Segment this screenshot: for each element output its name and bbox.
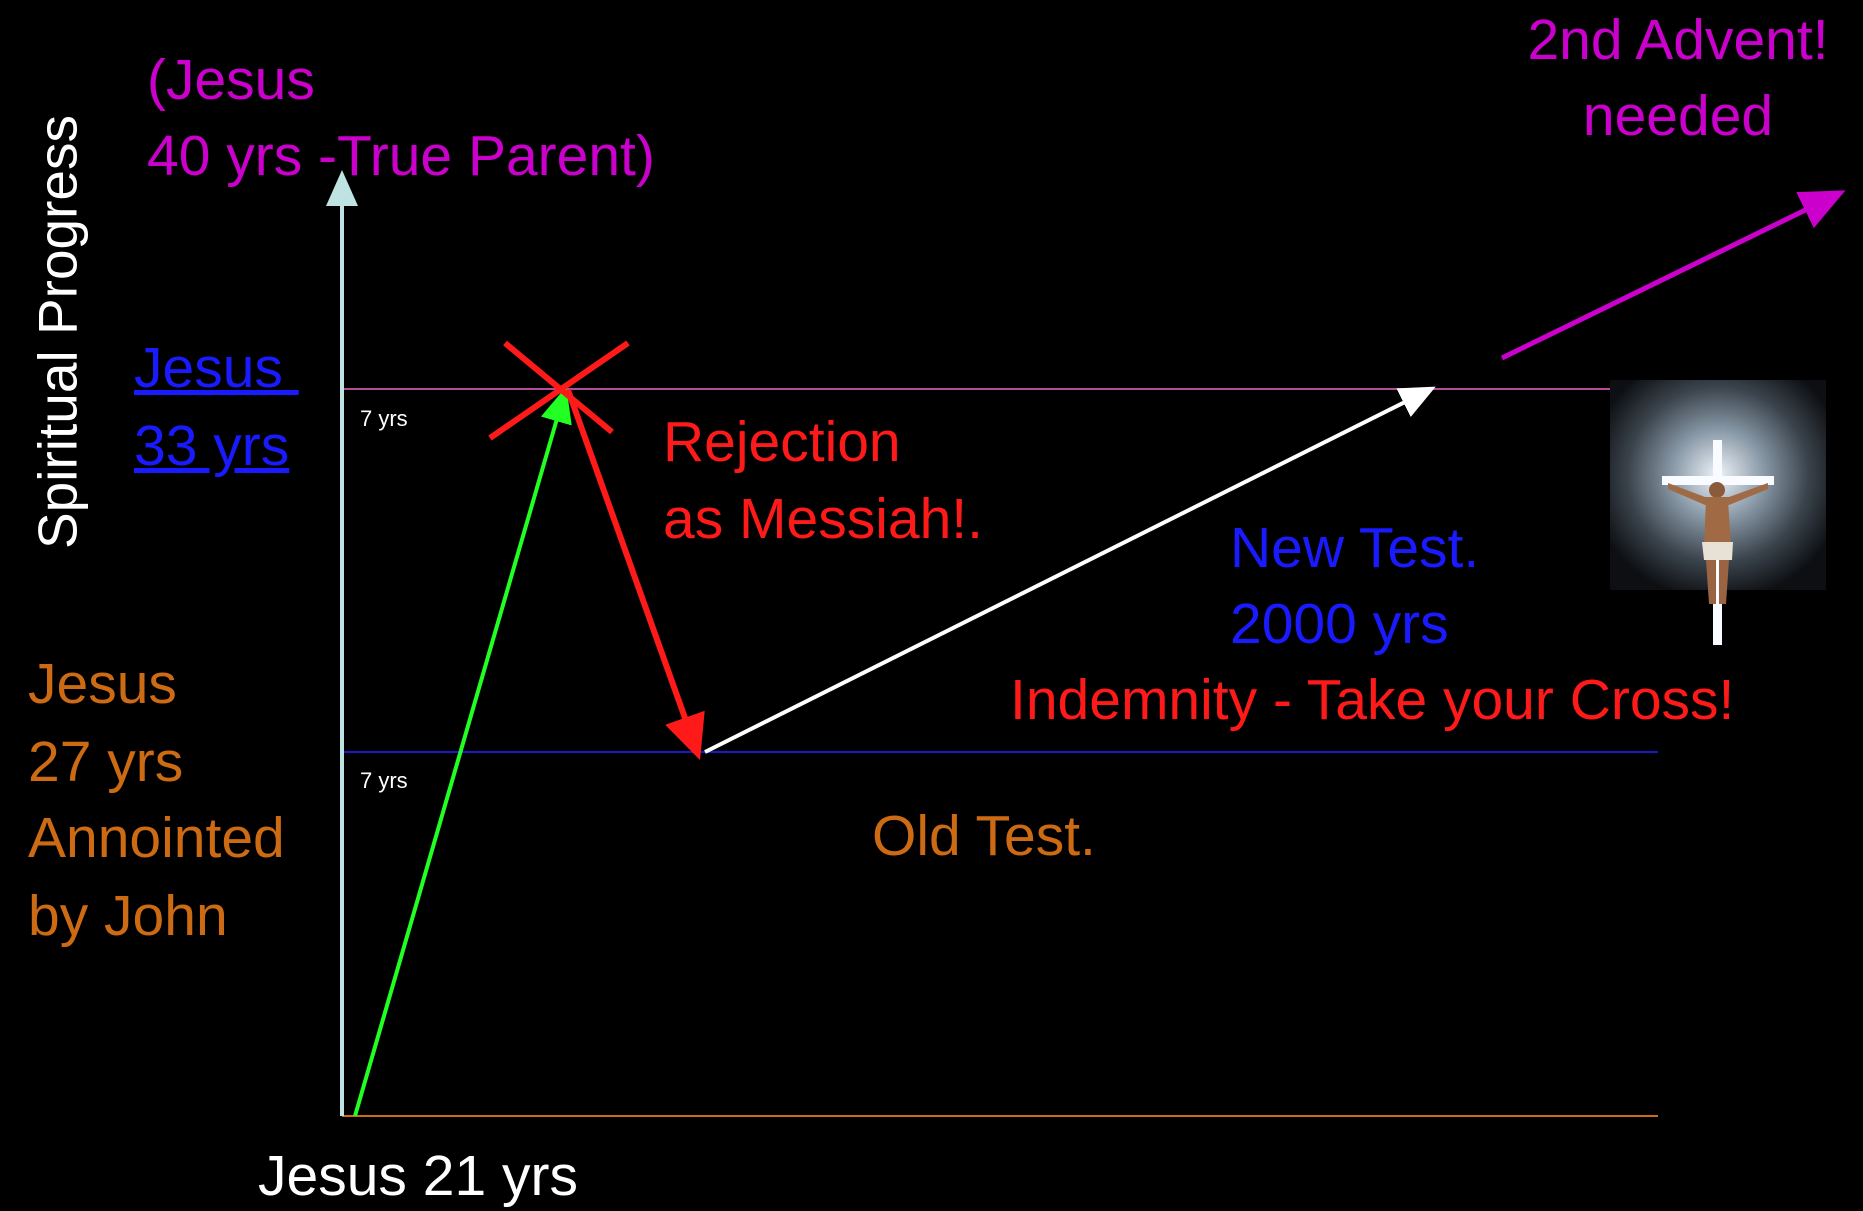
seven-yrs-top-label: 7 yrs bbox=[360, 408, 408, 430]
jesus-27-label-line2: 27 yrs bbox=[28, 734, 183, 791]
new-test-label-line1: New Test. bbox=[1230, 520, 1479, 577]
green-rise-arrow bbox=[355, 398, 563, 1116]
x-start-label: Jesus 21 yrs bbox=[258, 1148, 578, 1205]
jesus-27-label-line4: by John bbox=[28, 888, 228, 945]
rejection-label-line1: Rejection bbox=[663, 414, 901, 471]
magenta-advent-arrow bbox=[1502, 197, 1832, 358]
y-axis-label: Spiritual Progress bbox=[31, 115, 86, 549]
old-test-label: Old Test. bbox=[872, 808, 1096, 865]
advent-label-line2: needed bbox=[1508, 88, 1848, 145]
seven-yrs-bottom-label: 7 yrs bbox=[360, 770, 408, 792]
jesus-40-label-line1: (Jesus bbox=[147, 52, 315, 109]
x-mark-icon bbox=[490, 343, 628, 438]
jesus-40-label-line2: 40 yrs -True Parent) bbox=[147, 128, 655, 185]
new-test-label-line2: 2000 yrs bbox=[1230, 596, 1449, 653]
rejection-label-line2: as Messiah!. bbox=[663, 491, 983, 548]
jesus-33-label-line2: 33 yrs bbox=[134, 418, 289, 475]
jesus-33-label-line1: Jesus bbox=[134, 340, 299, 397]
jesus-27-label-line1: Jesus bbox=[28, 656, 177, 713]
advent-label-line1: 2nd Advent! bbox=[1508, 12, 1848, 69]
jesus-27-label-line3: Annointed bbox=[28, 810, 285, 867]
indemnity-label: Indemnity - Take your Cross! bbox=[1010, 672, 1734, 729]
crucifix-icon bbox=[1610, 380, 1826, 680]
